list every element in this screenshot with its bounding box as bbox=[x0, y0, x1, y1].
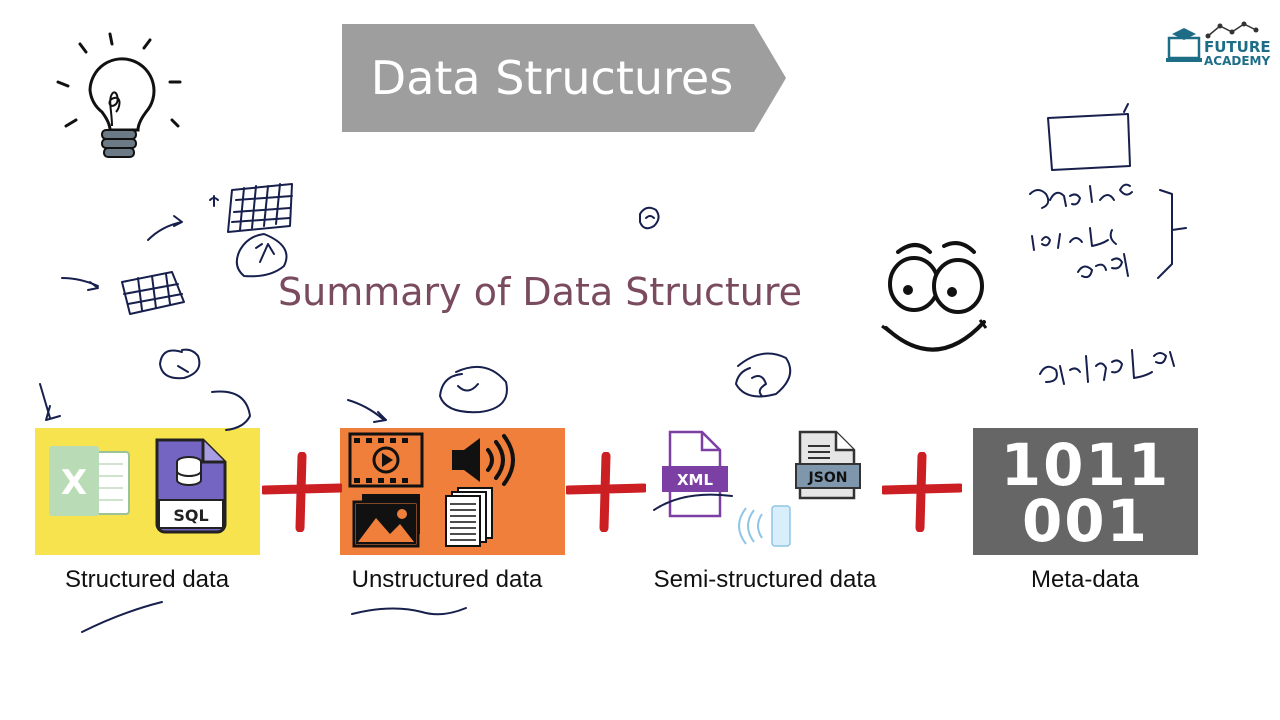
plus-icon bbox=[882, 452, 962, 532]
sql-database-icon: SQL bbox=[155, 438, 227, 534]
binary-line-1: 1011 bbox=[1000, 431, 1171, 499]
laptop-logo-icon bbox=[1166, 28, 1202, 62]
page-title: Data Structures bbox=[370, 51, 734, 105]
growth-chart-icon bbox=[1205, 21, 1259, 39]
summary-heading: Summary of Data Structure bbox=[277, 270, 802, 314]
semi-structured-data-label: Semi-structured data bbox=[653, 566, 877, 593]
smiley-face-icon bbox=[881, 241, 988, 352]
json-file-icon: JSON bbox=[795, 430, 861, 500]
speaker-icon bbox=[452, 434, 515, 486]
table-sketch bbox=[209, 183, 293, 233]
plus-icon bbox=[262, 452, 342, 532]
title-banner bbox=[342, 24, 786, 132]
json-icon-label: JSON bbox=[808, 470, 848, 486]
logo-line-1: FUTURE bbox=[1204, 38, 1271, 56]
documents-icon bbox=[445, 487, 493, 547]
semi-structured-data-card: XML JSON bbox=[652, 428, 877, 555]
unstructured-data-card bbox=[340, 428, 565, 555]
unstructured-data-label: Unstructured data bbox=[351, 566, 543, 593]
future-academy-logo: FUTURE ACADEMY bbox=[1166, 20, 1271, 68]
small-grid-sketch bbox=[121, 271, 185, 315]
logo-line-2: ACADEMY bbox=[1204, 54, 1271, 68]
excel-icon: X bbox=[49, 446, 130, 516]
structured-data-card: X SQL bbox=[35, 428, 260, 555]
sql-icon-label: SQL bbox=[173, 506, 208, 525]
svg-text:X: X bbox=[61, 463, 87, 503]
meta-data-card: 1011 001 bbox=[973, 428, 1198, 555]
image-gallery-icon bbox=[352, 494, 420, 548]
meta-data-label: Meta-data bbox=[1030, 566, 1140, 593]
structured-data-label: Structured data bbox=[64, 566, 230, 593]
xml-icon-label: XML bbox=[677, 471, 713, 489]
plus-icon bbox=[566, 452, 646, 532]
light-bulb-icon bbox=[56, 32, 182, 158]
binary-line-2: 001 bbox=[1021, 487, 1150, 555]
video-icon bbox=[348, 432, 424, 488]
sensor-signal-icon bbox=[738, 505, 791, 547]
